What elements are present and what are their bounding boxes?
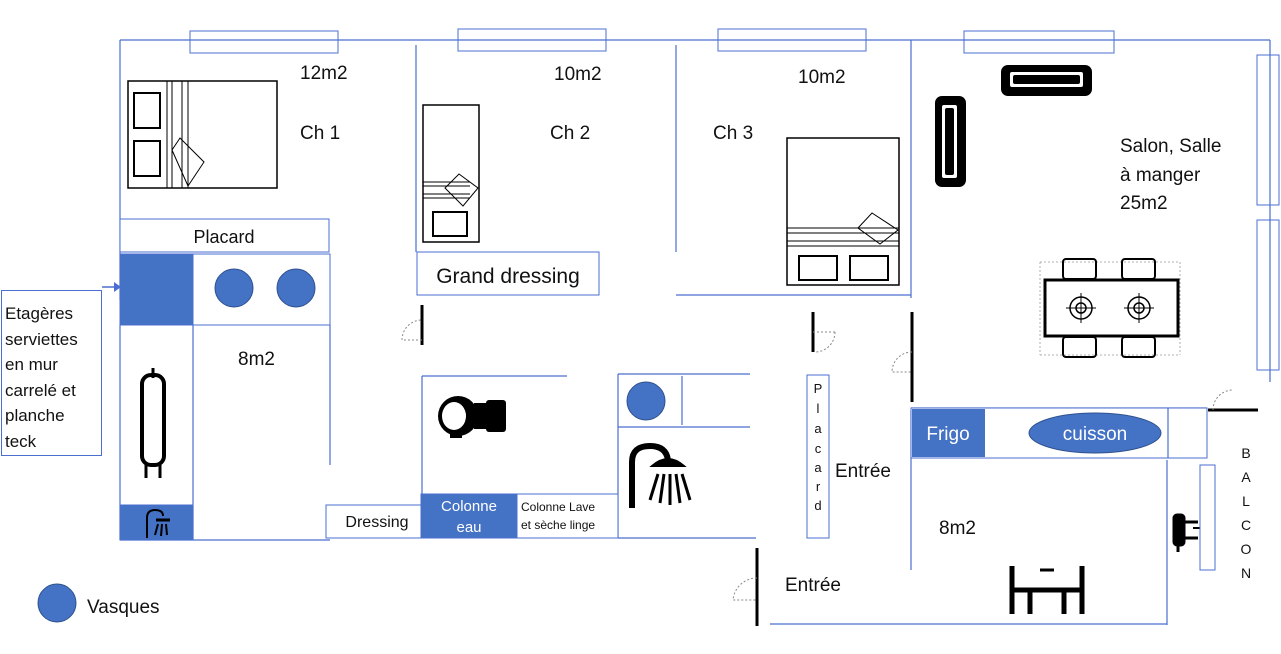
placard-label: Placard: [193, 227, 254, 247]
svg-text:a: a: [814, 460, 822, 475]
dining-table-icon: [1039, 258, 1181, 358]
bed-icon: [786, 137, 900, 286]
shower-icon: [146, 508, 170, 538]
legend-label: Vasques: [87, 597, 160, 618]
svg-text:l: l: [817, 401, 820, 416]
svg-text:P: P: [814, 381, 823, 396]
frigo-box: [912, 409, 985, 457]
bed-icon: [422, 104, 480, 243]
cuisson-label: cuisson: [1063, 424, 1127, 445]
colonne-lave-line1: Colonne Lave: [521, 500, 595, 514]
ch2-name: Ch 2: [550, 123, 590, 144]
bathtub-icon: [140, 368, 166, 478]
bathroom-area: 8m2: [238, 349, 275, 370]
colonne-lave-box: [516, 493, 619, 539]
cuisson-plate: [1028, 412, 1162, 454]
svg-text:A: A: [1241, 469, 1251, 485]
grand-dressing-box: [416, 251, 600, 296]
placard-vertical-box: [806, 374, 830, 539]
towel-shelf: [119, 253, 194, 326]
sink-icon: [626, 381, 666, 421]
colonne-eau-line2: eau: [456, 519, 481, 536]
balcon-label: B A L C O N: [1241, 445, 1252, 581]
ch1-name: Ch 1: [300, 123, 340, 144]
svg-text:d: d: [814, 498, 821, 513]
dressing-box: [325, 504, 422, 539]
ch3-area: 10m2: [798, 67, 846, 88]
sink-icon: [214, 268, 254, 308]
toilet-icon: [438, 396, 506, 438]
svg-text:L: L: [1242, 493, 1250, 509]
svg-text:c: c: [815, 441, 822, 456]
note-arrow: [102, 282, 121, 292]
svg-text:O: O: [1241, 541, 1252, 557]
salon-name-2: à manger: [1120, 165, 1201, 186]
towel-shelf-note: Etagères serviettes en mur carrelé et pl…: [1, 290, 102, 456]
svg-text:a: a: [814, 421, 822, 436]
entree-label-2: Entrée: [785, 575, 841, 596]
colonne-eau-box: [420, 493, 518, 539]
sofa-icon: [935, 65, 1092, 187]
ch2-area: 10m2: [554, 64, 602, 85]
dressing-label: Dressing: [345, 514, 408, 531]
salon-name-1: Salon, Salle: [1120, 136, 1221, 157]
colonne-eau-line1: Colonne: [441, 498, 497, 515]
bed-icon: [127, 80, 278, 189]
faucet-icon: [1172, 513, 1202, 552]
frigo-label: Frigo: [926, 424, 969, 445]
shower-icon: [629, 442, 692, 508]
svg-text:r: r: [816, 479, 821, 494]
door-icon: [401, 305, 1258, 626]
placard-vertical-label: P l a c a r d: [814, 381, 823, 513]
ch1-area: 12m2: [300, 63, 348, 84]
ch3-name: Ch 3: [713, 123, 753, 144]
colonne-lave-line2: et sèche linge: [521, 518, 595, 532]
svg-text:B: B: [1241, 445, 1250, 461]
balcony-window: [1199, 464, 1216, 571]
note-text: Etagères serviettes en mur carrelé et pl…: [5, 304, 78, 451]
placard-box: [119, 218, 330, 253]
kitchen-area: 8m2: [939, 518, 976, 539]
salon-area: 25m2: [1120, 193, 1168, 214]
sink-icon: [276, 268, 316, 308]
svg-text:C: C: [1241, 517, 1251, 533]
svg-text:N: N: [1241, 565, 1251, 581]
entree-label-1: Entrée: [835, 461, 891, 482]
grand-dressing-label: Grand dressing: [436, 265, 580, 288]
legend-sink-swatch: [37, 583, 77, 623]
stool-icon: [1009, 566, 1085, 614]
